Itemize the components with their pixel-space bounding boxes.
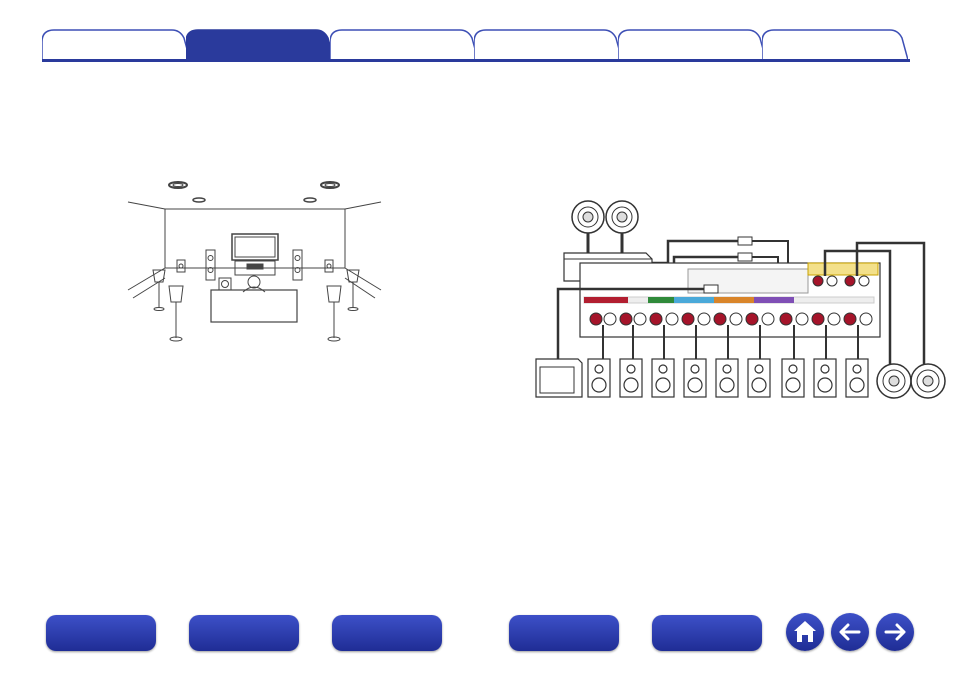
tab-5[interactable] <box>618 28 766 60</box>
tab-2-active[interactable] <box>186 28 334 60</box>
home-icon <box>794 621 816 642</box>
tab-6[interactable] <box>762 28 908 60</box>
nav-button-3[interactable] <box>332 615 442 651</box>
room-speaker-layout-illustration <box>125 178 385 348</box>
nav-button-2[interactable] <box>189 615 299 651</box>
arrow-left-icon <box>839 623 861 641</box>
nav-button-4[interactable] <box>509 615 619 651</box>
back-button[interactable] <box>831 613 869 651</box>
tab-underline <box>42 59 910 62</box>
tab-4[interactable] <box>474 28 622 60</box>
forward-button[interactable] <box>876 613 914 651</box>
nav-button-1[interactable] <box>46 615 156 651</box>
arrow-right-icon <box>884 623 906 641</box>
tab-3[interactable] <box>330 28 478 60</box>
nav-button-5[interactable] <box>652 615 762 651</box>
tab-1[interactable] <box>42 28 190 60</box>
home-button[interactable] <box>786 613 824 651</box>
speaker-wiring-diagram <box>528 197 948 403</box>
chapter-tabs <box>0 0 954 64</box>
